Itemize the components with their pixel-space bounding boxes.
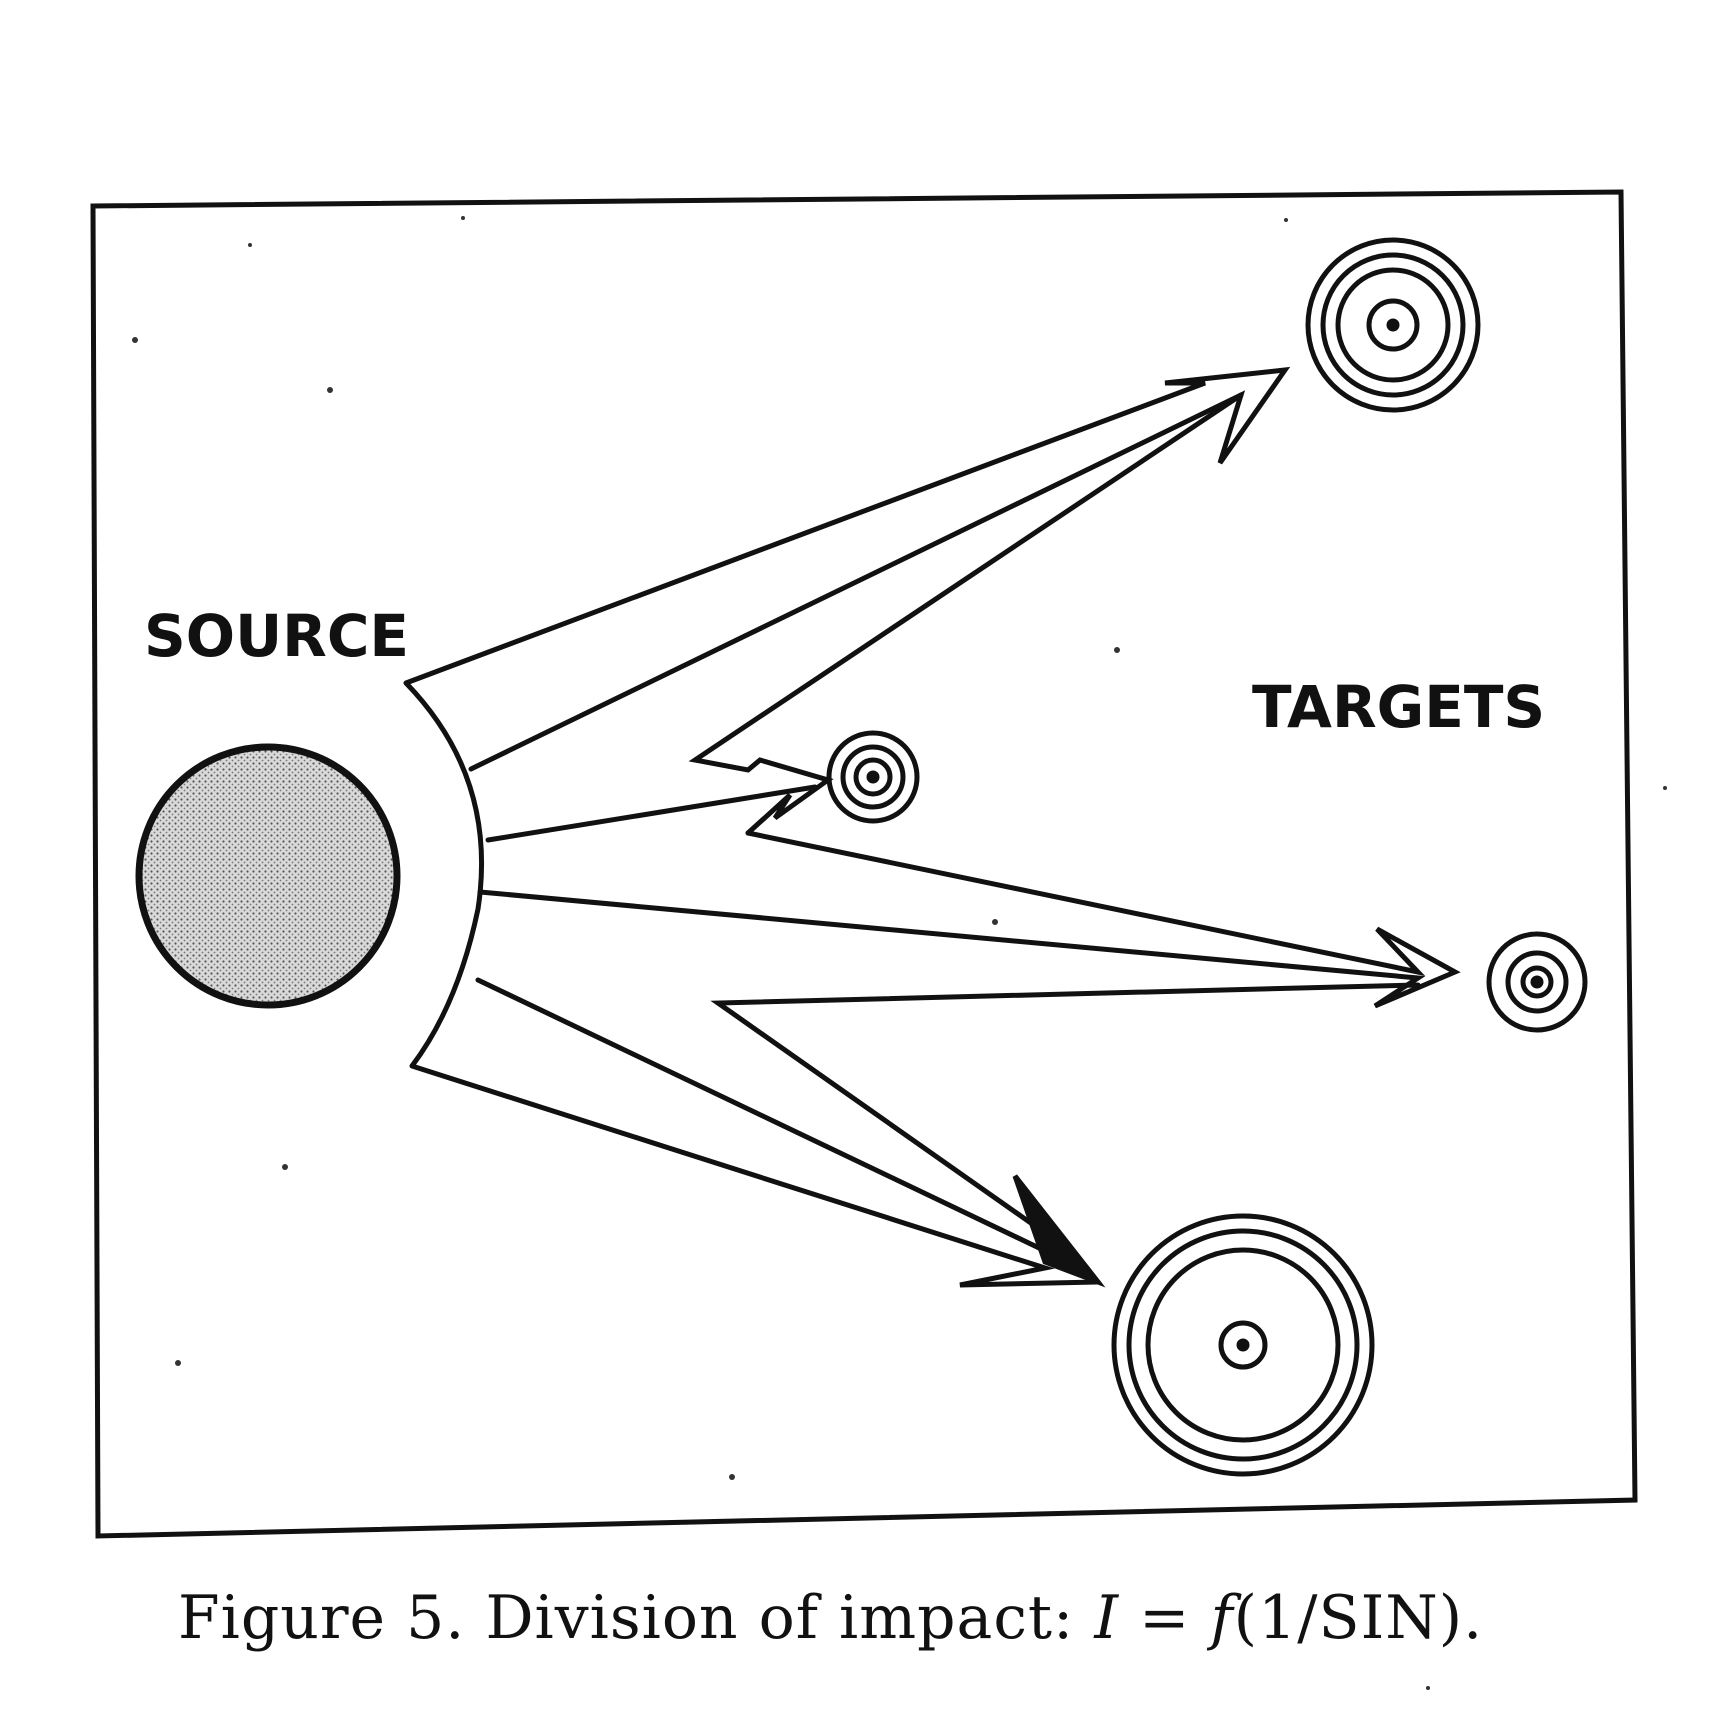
arrow-bottom-head-fill xyxy=(1012,1174,1106,1288)
target-right xyxy=(1486,931,1588,1033)
caption-argument: (1/SIN). xyxy=(1233,1583,1484,1653)
arrow-to-target-bottom-zigzag xyxy=(710,982,1421,1236)
arrow-to-target-top xyxy=(403,366,1291,772)
arrow-to-target-right xyxy=(477,830,1461,1009)
arrow-small-shaft xyxy=(485,784,818,843)
impact-arrows xyxy=(403,366,1461,1288)
caption-prefix: Figure 5. Division of impact: xyxy=(178,1583,1095,1653)
arrow-to-target-bottom xyxy=(409,977,1104,1288)
emission-arc xyxy=(404,681,485,1068)
target-bottom xyxy=(1111,1213,1375,1477)
figure-frame xyxy=(90,189,1638,1539)
caption-func-f: f xyxy=(1210,1583,1234,1653)
figure-caption: Figure 5. Division of impact: I = f(1/SI… xyxy=(178,1583,1483,1653)
source-label: SOURCE xyxy=(144,602,409,670)
caption-equals: = xyxy=(1119,1583,1211,1653)
caption-var-i: I xyxy=(1094,1583,1120,1653)
targets-label: TARGETS xyxy=(1252,673,1545,741)
arrow-to-target-small xyxy=(688,392,1244,836)
target-top xyxy=(1305,237,1481,413)
scan-specks xyxy=(132,216,1667,1690)
source-sphere xyxy=(135,743,401,1009)
target-small xyxy=(826,730,920,824)
